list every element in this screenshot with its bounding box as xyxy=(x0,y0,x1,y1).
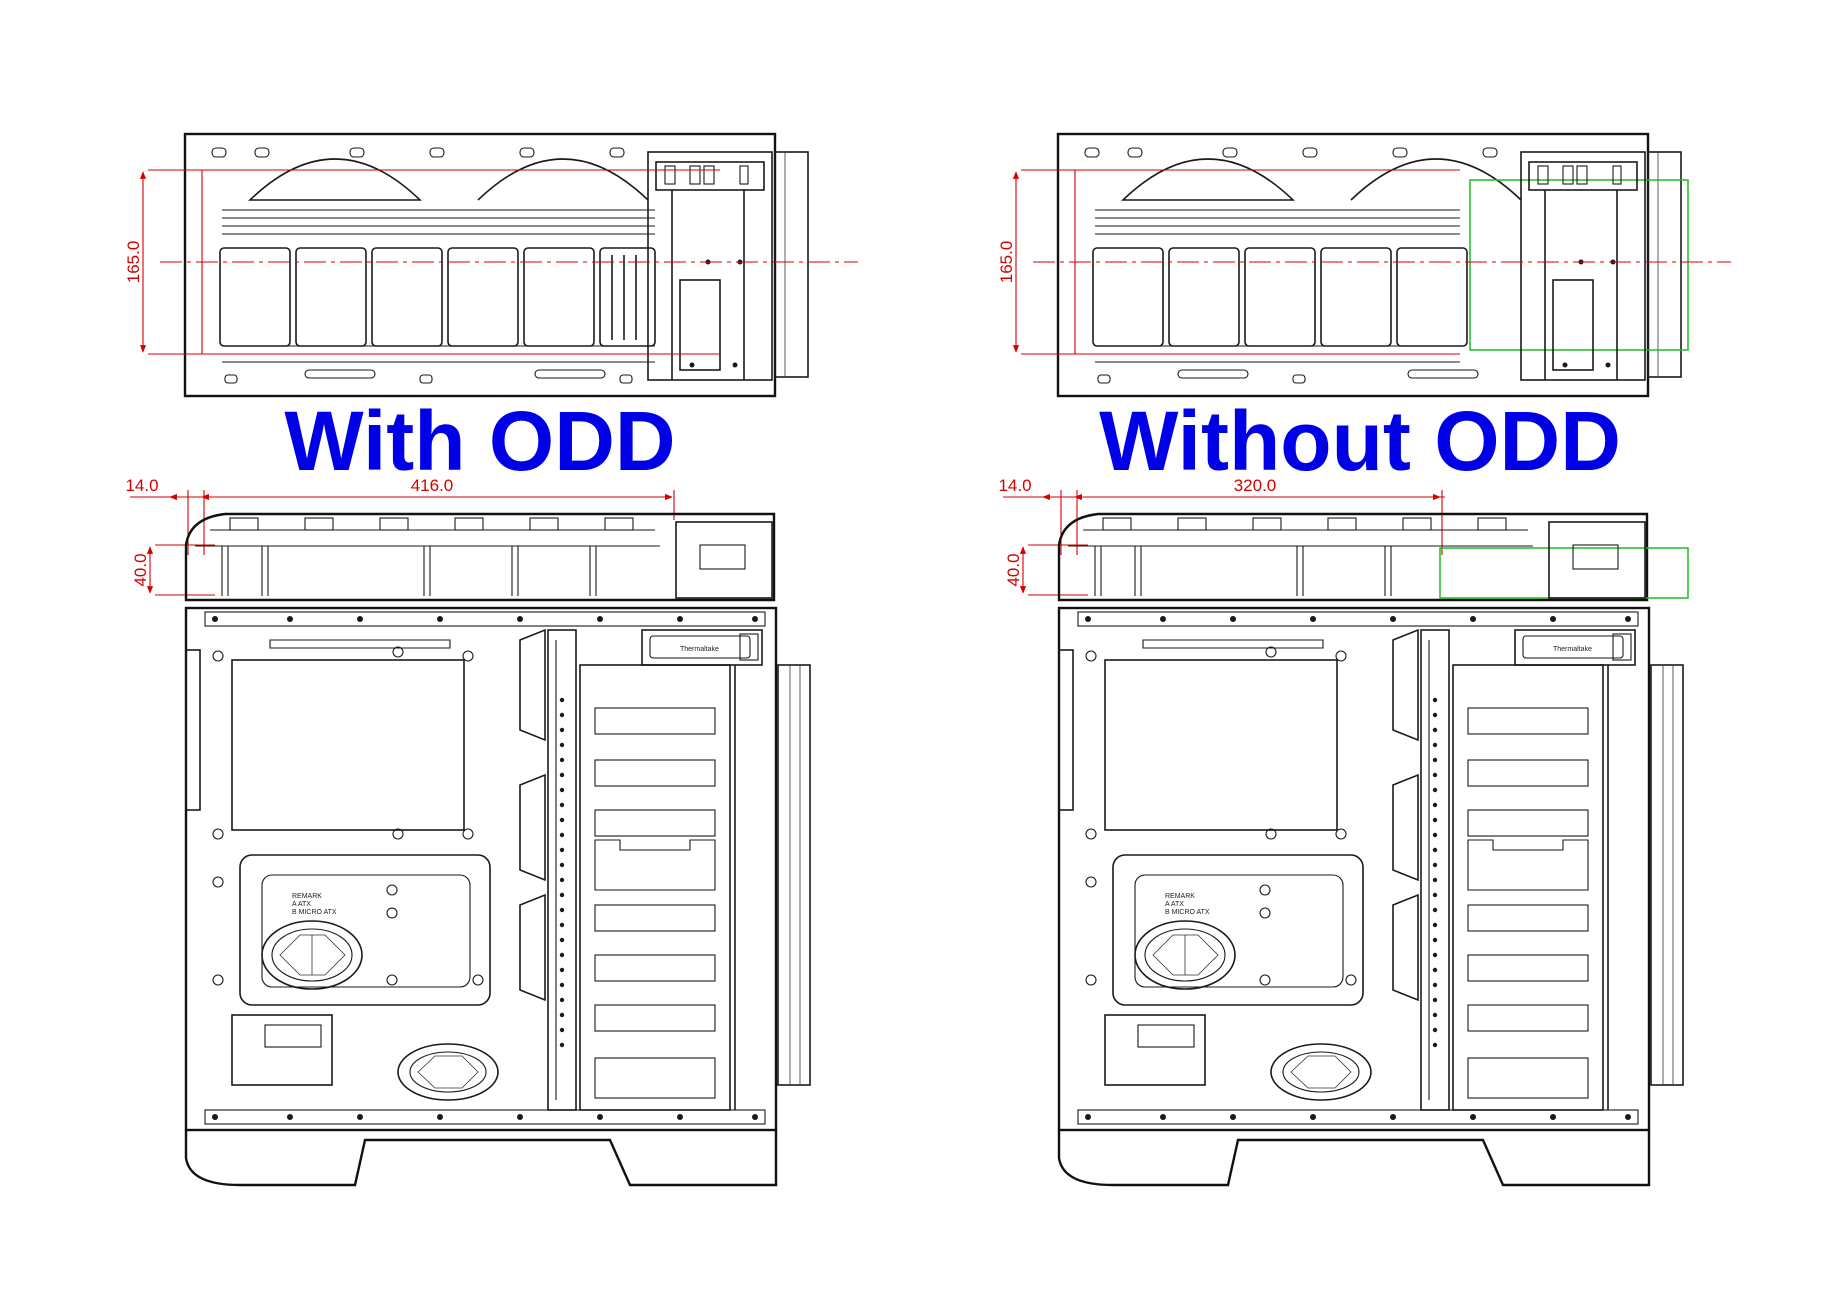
side-view-without-odd: 14.0 320.0 40.0 xyxy=(998,476,1689,1187)
panel-with-odd: 165.0 With ODD 14.0 416.0 40.0 xyxy=(124,132,858,1187)
side-view-length-dimension: 416.0 xyxy=(411,476,454,495)
svg-text:Thermaltake: Thermaltake xyxy=(680,646,719,653)
side-view-with-odd: 14.0 416.0 40.0 xyxy=(125,476,811,1187)
top-view-without-odd: 165.0 xyxy=(997,132,1731,398)
caption-with-odd: With ODD xyxy=(284,394,675,488)
caption-without-odd: Without ODD xyxy=(1099,394,1621,488)
svg-text:Thermaltake: Thermaltake xyxy=(1553,646,1592,653)
svg-text:REMARK: REMARK xyxy=(1165,893,1195,900)
svg-text:B MICRO ATX: B MICRO ATX xyxy=(1165,909,1210,916)
side-view-offset-dimension: 14.0 xyxy=(998,476,1031,495)
top-view-with-odd: 165.0 xyxy=(124,132,858,398)
top-view-height-dimension: 165.0 xyxy=(124,241,143,284)
side-view-height-dimension: 40.0 xyxy=(131,553,150,586)
side-view-height-dimension: 40.0 xyxy=(1004,553,1023,586)
panel-without-odd: 165.0 Without ODD 14.0 320.0 40.0 xyxy=(997,132,1731,1187)
top-view-height-dimension: 165.0 xyxy=(997,241,1016,284)
svg-text:B MICRO ATX: B MICRO ATX xyxy=(292,909,337,916)
svg-text:A ATX: A ATX xyxy=(1165,901,1184,908)
side-view-length-dimension: 320.0 xyxy=(1234,476,1277,495)
svg-text:A ATX: A ATX xyxy=(292,901,311,908)
svg-text:REMARK: REMARK xyxy=(292,893,322,900)
side-view-offset-dimension: 14.0 xyxy=(125,476,158,495)
